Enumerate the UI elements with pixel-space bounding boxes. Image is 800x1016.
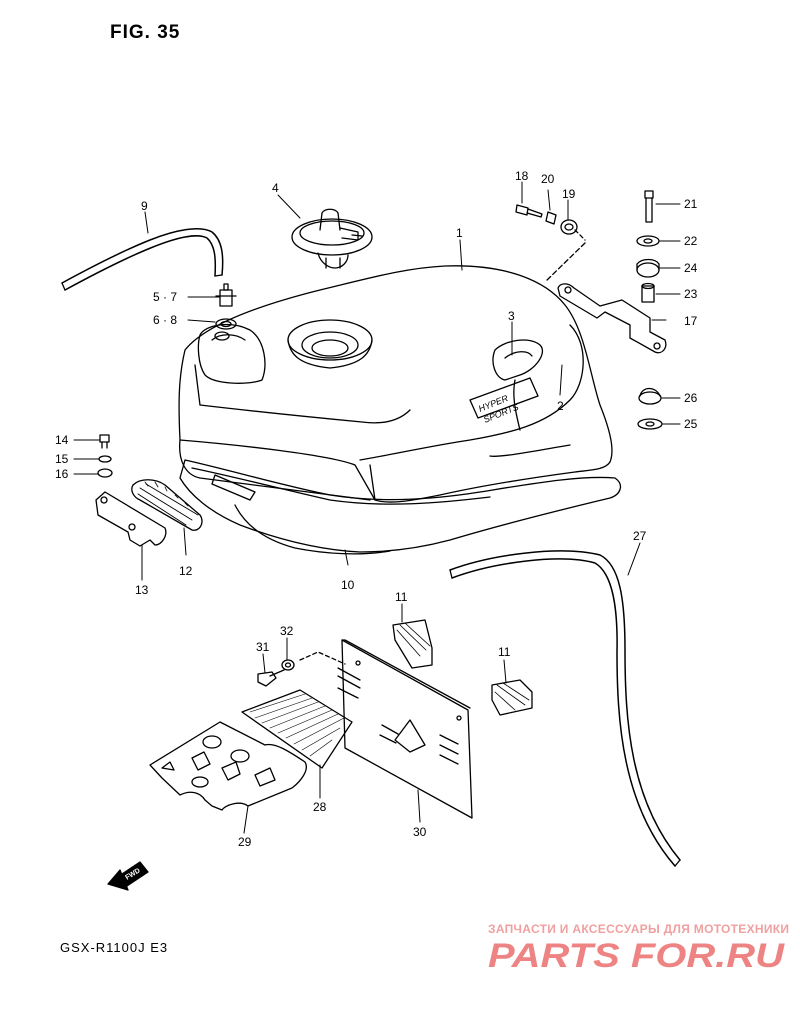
callout-16: 16 <box>55 467 69 481</box>
watermark-brand: PARTS FOR.RU <box>488 937 786 975</box>
callout-26: 26 <box>684 391 698 405</box>
callout-31: 31 <box>256 640 270 654</box>
hose-fitting <box>215 283 237 330</box>
drain-hose <box>449 550 681 867</box>
callout-20: 20 <box>541 172 555 186</box>
bottom-plate <box>149 721 307 811</box>
mount-hardware-side <box>636 190 663 430</box>
callout-19: 19 <box>562 187 576 201</box>
callout-labels: 1 2 3 4 5 · 7 6 · 8 9 10 11 11 12 13 14 … <box>55 169 698 849</box>
model-code: GSX-R1100J E3 <box>60 940 169 955</box>
fuel-cap <box>291 208 373 269</box>
callout-11b: 11 <box>498 645 511 659</box>
callout-24: 24 <box>684 261 698 275</box>
callout-32: 32 <box>280 624 294 638</box>
callout-1: 1 <box>456 226 463 240</box>
insulator-sheet <box>241 689 353 769</box>
callout-3: 3 <box>508 309 515 323</box>
damper-rubber-b <box>491 679 533 716</box>
callout-14: 14 <box>55 433 69 447</box>
callout-23: 23 <box>684 287 698 301</box>
callout-30: 30 <box>413 825 427 839</box>
damper-rubber-a <box>392 619 433 669</box>
callout-6-8: 6 · 8 <box>153 313 177 327</box>
leader-lines <box>73 181 681 834</box>
callout-27: 27 <box>633 529 647 543</box>
tank-bracket <box>557 283 667 354</box>
watermark-logo: PARTS FOR.RU <box>488 937 786 975</box>
watermark-caption: ЗАПЧАСТИ И АКСЕССУАРЫ ДЛЯ МОТОТЕХНИКИ <box>488 922 790 936</box>
callout-2: 2 <box>557 399 564 413</box>
callout-29: 29 <box>238 835 252 849</box>
screw-and-washer <box>257 651 346 687</box>
figure-title: FIG. 35 <box>110 22 181 43</box>
callout-11a: 11 <box>395 590 408 604</box>
breather-hose <box>61 227 224 291</box>
callout-5-7: 5 · 7 <box>153 290 177 304</box>
heat-shield-plate <box>337 639 473 819</box>
mount-hardware-top <box>515 204 586 283</box>
callout-21: 21 <box>684 197 698 211</box>
callout-18: 18 <box>515 169 529 183</box>
callout-4: 4 <box>272 181 279 195</box>
callout-28: 28 <box>313 800 327 814</box>
callout-13: 13 <box>135 583 149 597</box>
tank-cushion <box>131 479 203 531</box>
callout-15: 15 <box>55 452 69 466</box>
fwd-arrow-icon <box>107 861 149 891</box>
mount-hardware-left <box>97 434 113 478</box>
callout-25: 25 <box>684 417 698 431</box>
callout-22: 22 <box>684 234 698 248</box>
callout-9: 9 <box>141 199 148 213</box>
fuel-tank <box>178 265 622 555</box>
callout-12: 12 <box>179 564 193 578</box>
callout-17: 17 <box>684 314 698 328</box>
cushion-holder <box>95 491 167 547</box>
callout-10: 10 <box>341 578 355 592</box>
